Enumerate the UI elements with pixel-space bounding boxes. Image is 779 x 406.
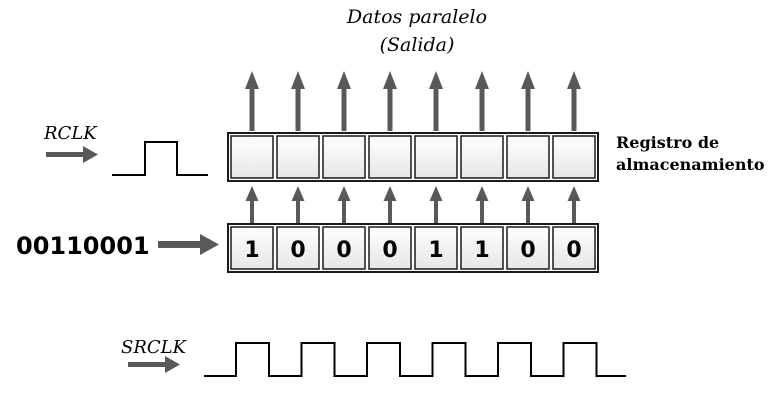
transfer-arrow-2 <box>291 186 305 223</box>
storage-cell-1 <box>230 135 274 179</box>
shift-cell-3 <box>322 226 366 270</box>
storage-cell-3 <box>322 135 366 179</box>
shift-cell-6 <box>460 226 504 270</box>
shift-cell-2 <box>276 226 320 270</box>
shift-bit-2: 0 <box>290 238 305 263</box>
storage-label-line2: almacenamiento <box>616 155 765 174</box>
srclk-arrow <box>128 356 180 373</box>
shift-bit-3: 0 <box>336 238 351 263</box>
rclk-arrow <box>46 146 98 163</box>
storage-cell-6 <box>460 135 504 179</box>
shift-bit-4: 0 <box>382 238 397 263</box>
transfer-arrow-6 <box>475 186 489 223</box>
shift-register: 1 0 0 0 1 1 0 0 <box>227 223 599 273</box>
output-arrow-1 <box>245 71 259 131</box>
shift-cell-1 <box>230 226 274 270</box>
output-arrow-7 <box>521 71 535 131</box>
rclk-pulse <box>112 141 208 176</box>
transfer-arrow-3 <box>337 186 351 223</box>
transfer-arrow-8 <box>567 186 581 223</box>
shift-bit-6: 1 <box>474 238 489 263</box>
storage-cell-7 <box>506 135 550 179</box>
shift-cell-5 <box>414 226 458 270</box>
output-arrow-5 <box>429 71 443 131</box>
transfer-arrow-4 <box>383 186 397 223</box>
output-label-line1: Datos paralelo <box>346 6 487 28</box>
shift-bit-8: 0 <box>566 238 581 263</box>
transfer-arrow-7 <box>521 186 535 223</box>
output-arrow-6 <box>475 71 489 131</box>
output-label-line2: (Salida) <box>380 34 455 56</box>
storage-cell-4 <box>368 135 412 179</box>
srclk-clock-wave <box>204 342 626 377</box>
output-arrow-2 <box>291 71 305 131</box>
storage-cell-2 <box>276 135 320 179</box>
storage-register <box>227 132 599 182</box>
output-arrow-4 <box>383 71 397 131</box>
parallel-output-arrows <box>245 71 581 131</box>
transfer-arrow-1 <box>245 186 259 223</box>
output-arrow-3 <box>337 71 351 131</box>
storage-cell-8 <box>552 135 596 179</box>
shift-cell-4 <box>368 226 412 270</box>
serial-input-value: 00110001 <box>16 232 150 260</box>
output-arrow-8 <box>567 71 581 131</box>
shift-bit-7: 0 <box>520 238 535 263</box>
shift-cell-8 <box>552 226 596 270</box>
storage-label-line1: Registro de <box>616 133 719 152</box>
srclk-label: SRCLK <box>121 337 188 358</box>
rclk-label: RCLK <box>43 123 98 144</box>
serial-input-arrow <box>158 234 219 255</box>
transfer-arrow-5 <box>429 186 443 223</box>
shift-bit-5: 1 <box>428 238 443 263</box>
shift-cell-7 <box>506 226 550 270</box>
storage-cell-5 <box>414 135 458 179</box>
shift-bit-1: 1 <box>244 238 259 263</box>
transfer-arrows <box>245 186 581 223</box>
